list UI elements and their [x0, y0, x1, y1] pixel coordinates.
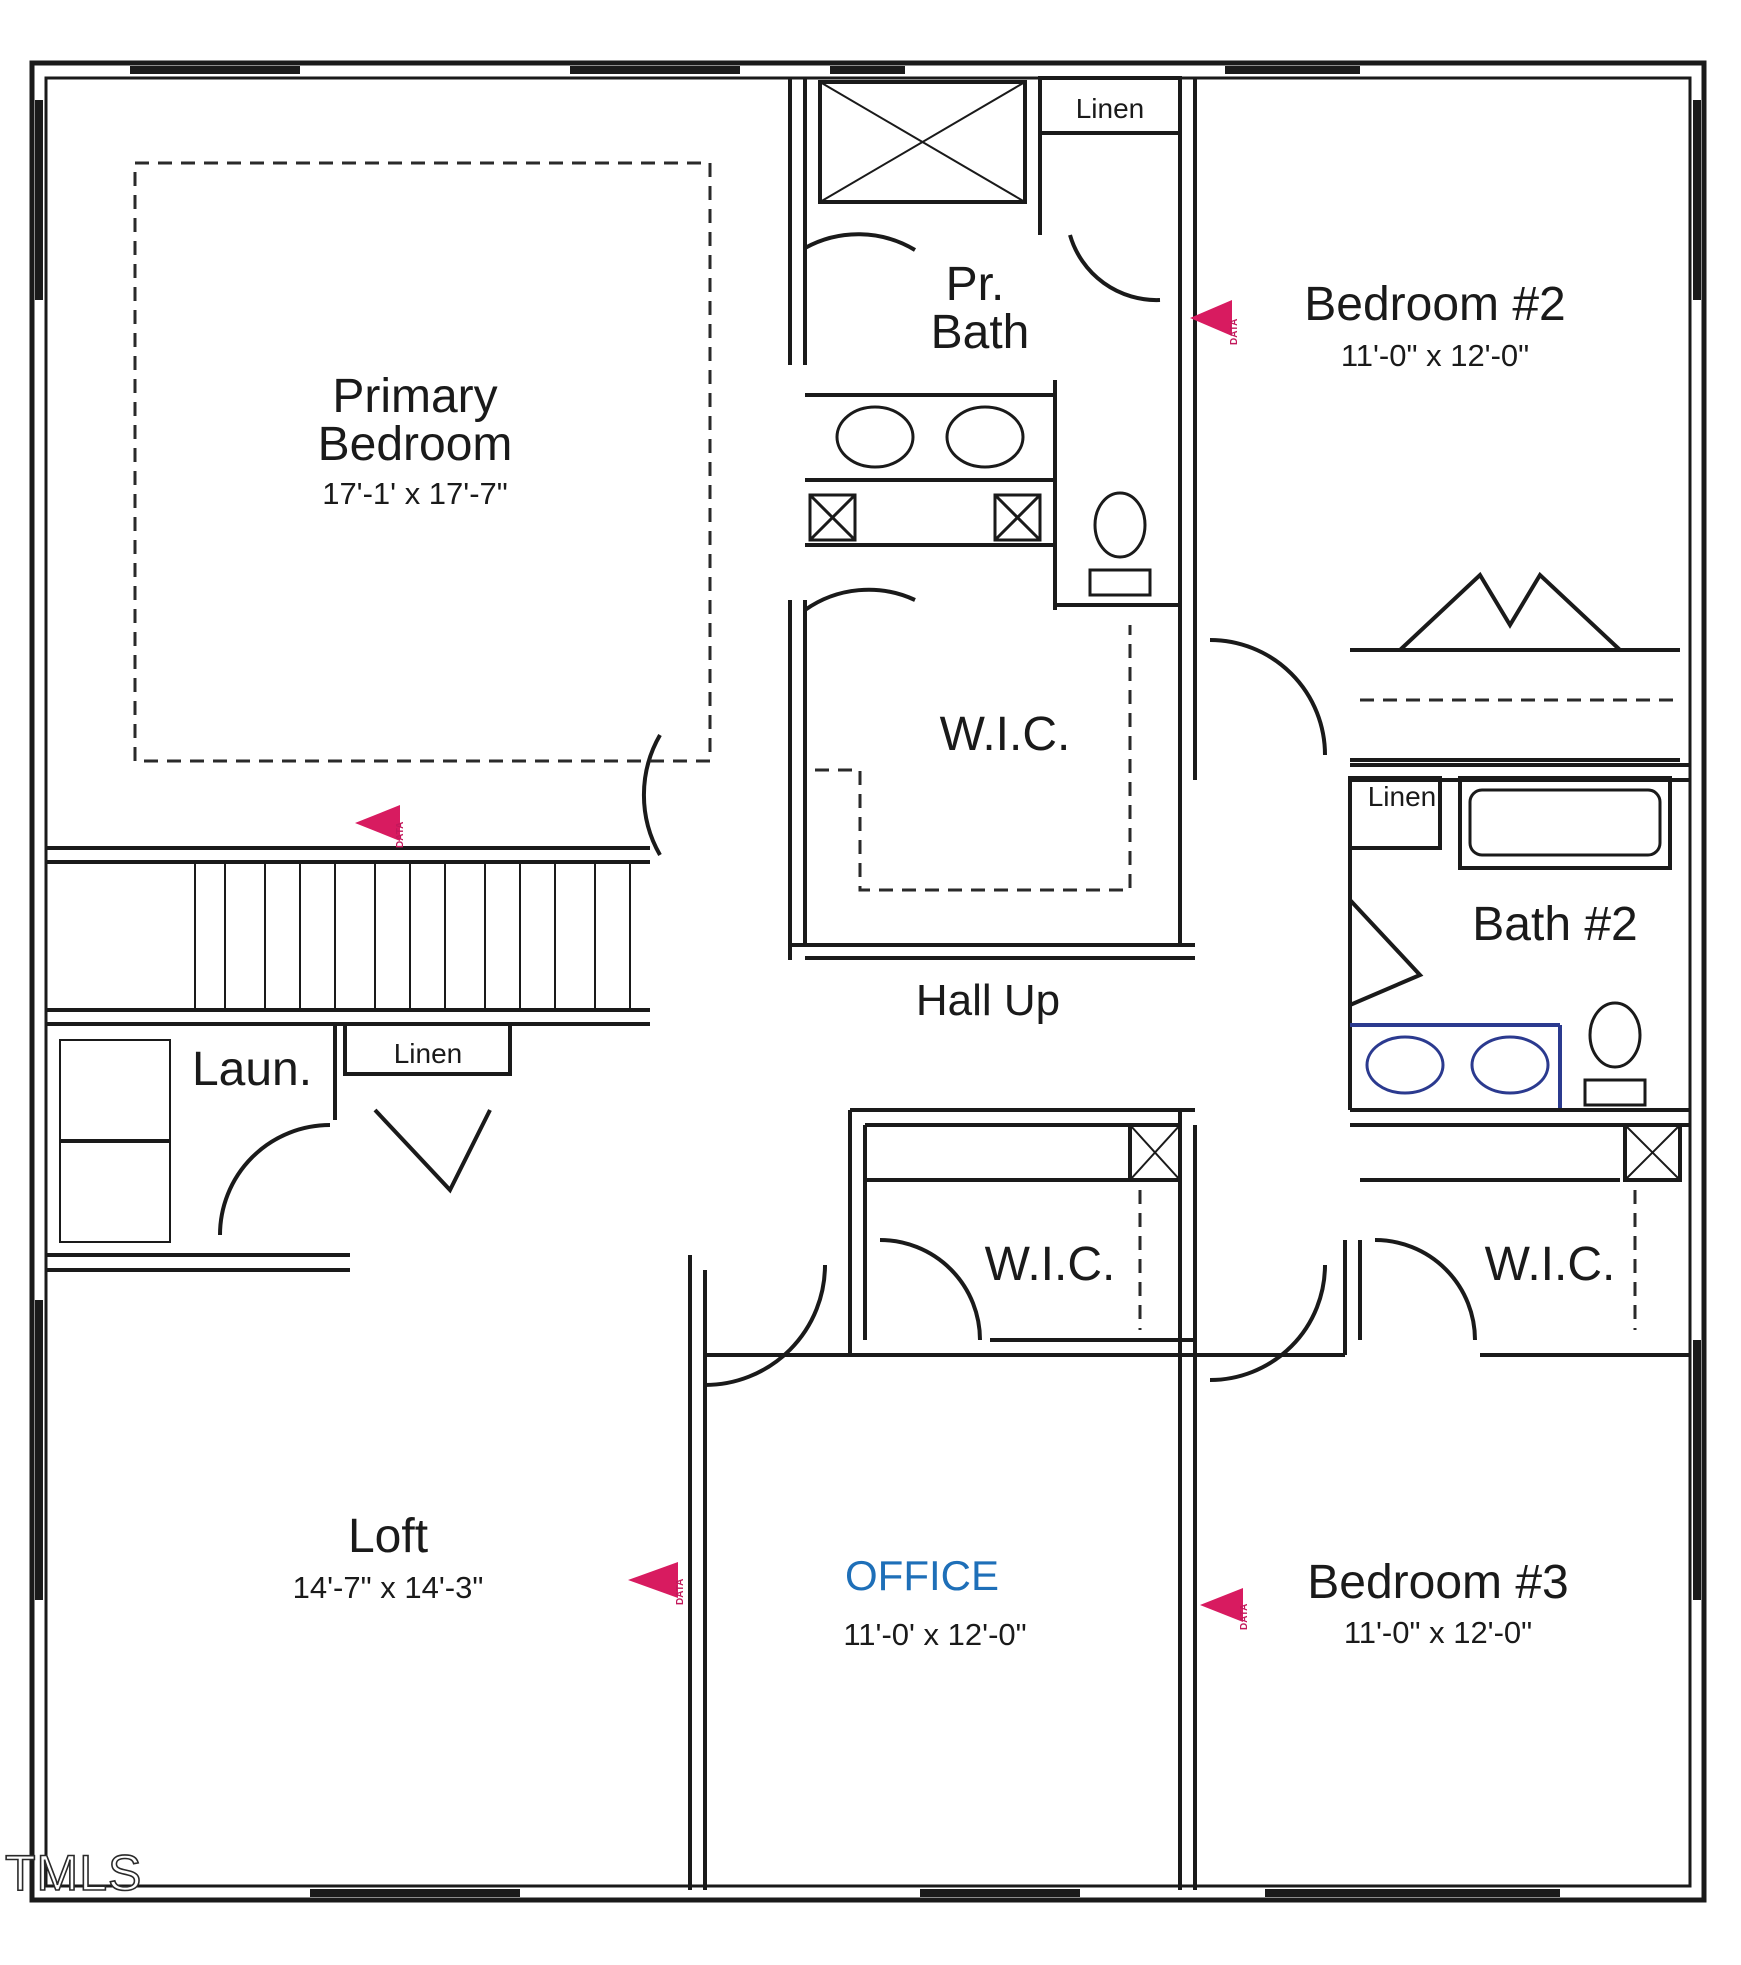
office-dims: 11'-0' x 12'-0" — [843, 1617, 1026, 1652]
data-marker-icon: DATA — [1200, 1588, 1250, 1630]
wic-bed3-label: W.I.C. — [1485, 1238, 1616, 1291]
walls — [29, 60, 1707, 1903]
toilet-icon — [1093, 491, 1147, 559]
dashed-outlines — [133, 161, 1680, 1330]
wic-center-label: W.I.C. — [940, 708, 1071, 761]
svg-text:DATA: DATA — [675, 1579, 686, 1605]
svg-text:DATA: DATA — [1239, 1604, 1250, 1630]
loft-label: Loft — [348, 1510, 428, 1563]
bedroom2-label: Bedroom #2 — [1304, 278, 1566, 331]
linen-top-label: Linen — [1076, 93, 1145, 124]
sink-icon — [1470, 1035, 1550, 1095]
loft-dims: 14'-7" x 14'-3" — [293, 1570, 484, 1605]
toilet-icon — [1588, 1001, 1642, 1069]
data-marker-icon: DATA — [1190, 300, 1240, 345]
sink-icon — [1365, 1035, 1445, 1095]
bedroom3-dims: 11'-0" x 12'-0" — [1344, 1615, 1532, 1650]
pr-bath-label-2: Bath — [931, 306, 1030, 359]
hall-up-label: Hall Up — [916, 976, 1060, 1025]
fixtures — [808, 405, 1662, 1107]
office-label: OFFICE — [845, 1552, 999, 1599]
primary-bedroom-dims: 17'-1' x 17'-7" — [322, 476, 508, 511]
svg-text:DATA: DATA — [395, 822, 406, 848]
sink-icon — [945, 405, 1025, 469]
svg-text:DATA: DATA — [1229, 319, 1240, 345]
primary-bedroom-label-2: Bedroom — [318, 418, 513, 471]
wic-office-label: W.I.C. — [985, 1238, 1116, 1291]
data-markers: DATA DATA DATA DATA — [355, 300, 1250, 1630]
linen-laundry-label: Linen — [394, 1038, 463, 1069]
bedroom3-label: Bedroom #3 — [1307, 1556, 1569, 1609]
bath2-label: Bath #2 — [1472, 898, 1637, 951]
room-labels: Primary Bedroom 17'-1' x 17'-7" Pr. Bath… — [192, 93, 1638, 1652]
bathtub-icon — [1468, 788, 1662, 857]
sink-icon — [835, 405, 915, 469]
watermark-logo: TMLS — [5, 1845, 142, 1901]
linen-bath2-label: Linen — [1368, 781, 1437, 812]
primary-bedroom-label: Primary — [332, 370, 497, 423]
laundry-label: Laun. — [192, 1043, 312, 1096]
bedroom2-dims: 11'-0" x 12'-0" — [1341, 338, 1529, 373]
pr-bath-label: Pr. — [946, 258, 1005, 311]
data-marker-icon: DATA — [355, 805, 406, 848]
data-marker-icon: DATA — [628, 1562, 686, 1605]
